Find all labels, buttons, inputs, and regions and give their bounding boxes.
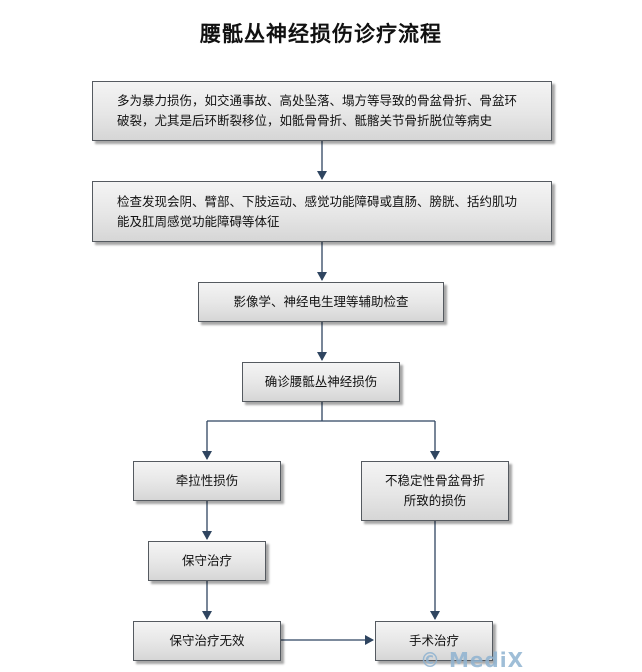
node-history-text: 多为暴力损伤，如交通事故、高处坠落、塌方等导致的骨盆骨折、骨盆环破裂，尤其是后环… [117,93,518,128]
watermark: © MediX [420,648,525,672]
node-conservative-fail-text: 保守治疗无效 [169,633,245,648]
node-conservative-fail: 保守治疗无效 [133,621,281,661]
node-conservative: 保守治疗 [148,541,266,581]
page-title: 腰骶丛神经损伤诊疗流程 [200,22,442,46]
node-history: 多为暴力损伤，如交通事故、高处坠落、塌方等导致的骨盆骨折、骨盆环破裂，尤其是后环… [92,81,552,141]
node-exam: 检查发现会阴、臂部、下肢运动、感觉功能障碍或直肠、膀胱、括约肌功能及肛周感觉功能… [92,181,552,242]
node-imaging: 影像学、神经电生理等辅助检查 [198,282,444,322]
node-surgery-text: 手术治疗 [408,633,459,648]
node-diagnosis-text: 确诊腰骶丛神经损伤 [264,374,378,389]
node-traction: 牵拉性损伤 [133,461,281,501]
node-diagnosis: 确诊腰骶丛神经损伤 [242,362,400,402]
node-imaging-text: 影像学、神经电生理等辅助检查 [233,294,409,309]
node-unstable: 不稳定性骨盆骨折所致的损伤 [361,461,509,521]
node-surgery: 手术治疗 [375,621,493,661]
node-exam-text: 检查发现会阴、臂部、下肢运动、感觉功能障碍或直肠、膀胱、括约肌功能及肛周感觉功能… [117,193,518,229]
node-traction-text: 牵拉性损伤 [175,473,239,488]
node-unstable-text: 不稳定性骨盆骨折所致的损伤 [384,473,485,508]
node-conservative-text: 保守治疗 [181,553,232,568]
